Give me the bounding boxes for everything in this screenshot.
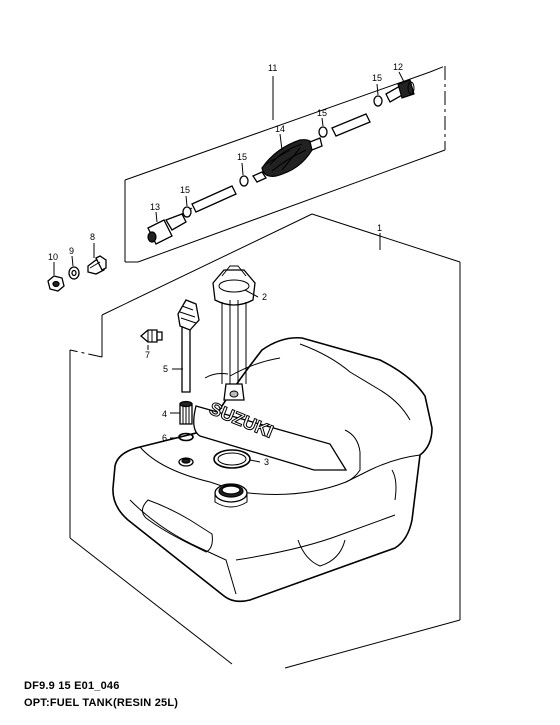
callout-4: 4 bbox=[162, 409, 167, 419]
air-vent-screw-part bbox=[140, 329, 163, 343]
callout-11: 11 bbox=[268, 63, 277, 73]
connector-part bbox=[87, 255, 107, 275]
callout-8: 8 bbox=[90, 232, 95, 242]
filler-neck bbox=[214, 483, 248, 508]
hose-clip-d bbox=[373, 95, 383, 107]
callout-14: 14 bbox=[275, 124, 285, 134]
diagram-title: OPT:FUEL TANK(RESIN 25L) bbox=[24, 697, 179, 709]
fuel-hose-segments bbox=[181, 113, 371, 215]
callout-15-clip-b: 15 bbox=[237, 152, 247, 162]
tank-port bbox=[178, 457, 194, 467]
engine-connector-part bbox=[385, 79, 415, 103]
callout-12: 12 bbox=[393, 62, 403, 72]
hose-clip-b bbox=[239, 175, 249, 187]
fitting-part bbox=[179, 400, 193, 425]
hose-clip-a bbox=[182, 206, 192, 218]
callout-2: 2 bbox=[262, 292, 267, 302]
callout-7: 7 bbox=[145, 350, 150, 360]
hose-clip-c bbox=[318, 126, 328, 138]
callout-15-clip-a: 15 bbox=[180, 185, 190, 195]
tank-connector-part bbox=[147, 213, 187, 245]
callout-10: 10 bbox=[48, 252, 58, 262]
primer-bulb-part bbox=[261, 137, 323, 177]
washer-part bbox=[68, 266, 80, 280]
suzuki-logo-plate: SUZUKI bbox=[193, 398, 348, 471]
callout-5: 5 bbox=[163, 364, 168, 374]
fuel-tank-group-frame bbox=[69, 213, 461, 669]
callout-3: 3 bbox=[264, 457, 269, 467]
callout-1: 1 bbox=[377, 223, 382, 233]
fuel-hose-group-frame bbox=[124, 65, 446, 263]
callout-labels: 11 12 15 15 14 15 15 13 8 9 10 1 2 7 5 4… bbox=[48, 62, 403, 467]
nut-part bbox=[47, 275, 65, 292]
callout-15-clip-d: 15 bbox=[372, 73, 382, 83]
gasket-part bbox=[178, 432, 194, 442]
callout-13: 13 bbox=[150, 202, 160, 212]
callout-15-clip-c: 15 bbox=[317, 108, 327, 118]
leader-lines bbox=[53, 71, 405, 463]
callout-9: 9 bbox=[69, 246, 74, 256]
callout-6: 6 bbox=[162, 433, 167, 443]
vent-tube-part bbox=[177, 299, 200, 393]
fuel-tank-body bbox=[112, 336, 433, 603]
diagram-code: DF9.9 15 E01_046 bbox=[24, 680, 120, 692]
o-ring-part bbox=[213, 449, 251, 469]
fuel-gauge-unit bbox=[212, 265, 256, 401]
